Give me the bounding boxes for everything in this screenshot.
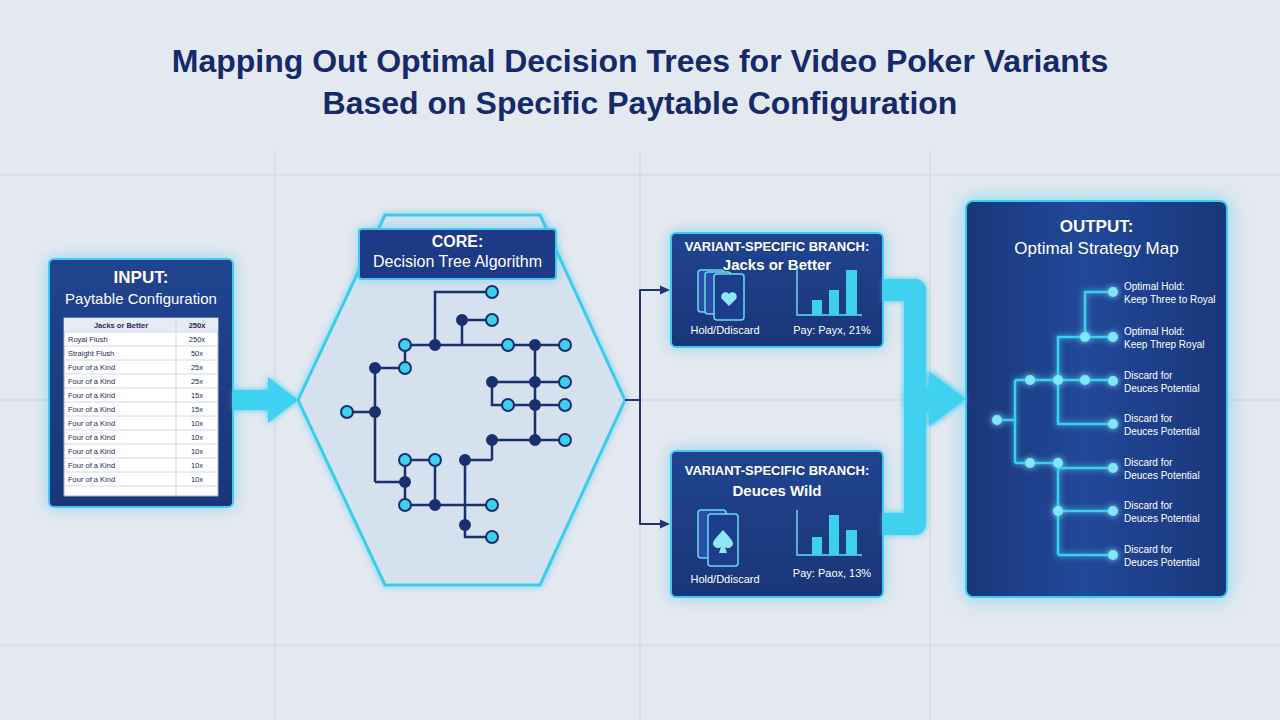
chart-axis: [797, 510, 862, 555]
connector: [625, 286, 670, 401]
algorithm-tree-cyan-dots: [341, 286, 571, 543]
node-text: Decision Tree Algorithm: [358, 252, 557, 271]
arrow-head: [660, 520, 670, 529]
grid-lines: [0, 150, 1280, 720]
heart-symbol: [721, 292, 737, 306]
algorithm-tree-dark-dots: [369, 314, 541, 531]
node-text: VARIANT-SPECIFIC BRANCH:: [672, 239, 882, 255]
strategy-tree-lines: [997, 292, 1113, 555]
node-text: Paytable Configuration: [50, 290, 232, 308]
connector-line: [625, 400, 663, 524]
chart-bars: [812, 270, 857, 315]
node-text: Optimal Strategy Map: [967, 239, 1226, 259]
chart-bars: [812, 515, 857, 555]
card-back: [698, 510, 726, 558]
node-text: CORE:: [358, 232, 557, 251]
branch-box: VARIANT-SPECIFIC BRANCH: Deuces WildHold/…: [670, 450, 884, 598]
arrow-head: [929, 372, 965, 426]
card-front: [708, 514, 738, 566]
node-text: Pay: Paox, 13%: [784, 567, 880, 580]
chart-axis: [797, 268, 862, 315]
input-box: INPUT: Paytable Configuration: [48, 258, 234, 508]
strategy-tree-dots: [992, 287, 1118, 560]
hexagon-shape: [298, 215, 625, 585]
node-text: INPUT:: [50, 268, 232, 288]
node-text: Hold/Ddiscard: [680, 573, 770, 586]
connector-line: [625, 290, 663, 400]
node-text: OUTPUT:: [967, 217, 1226, 237]
connector: [625, 400, 670, 529]
node-text: Pay: Payx, 21%: [784, 324, 880, 337]
node-text: Deuces Wild: [672, 482, 882, 500]
diagram-title: Mapping Out Optimal Decision Trees for V…: [150, 40, 1130, 124]
strategy-tree: [992, 287, 1118, 560]
arrow-head: [929, 372, 965, 426]
node-text: Hold/Ddiscard: [680, 324, 770, 337]
connector: [884, 372, 965, 524]
output-box: OUTPUT:Optimal Strategy Map: [965, 200, 1228, 598]
connector: [234, 377, 298, 423]
node-text: VARIANT-SPECIFIC BRANCH:: [672, 463, 882, 479]
spade-symbol: [713, 530, 733, 553]
core-hexagon: CORE:Decision Tree Algorithm: [298, 215, 625, 585]
paytable-grid: [64, 318, 218, 496]
arrow-head: [660, 286, 670, 295]
algorithm-tree-lines: [347, 292, 565, 537]
card-front: [714, 274, 744, 320]
branch-box: VARIANT-SPECIFIC BRANCH:Jacks or BetterH…: [670, 232, 884, 348]
card-back: [698, 270, 724, 312]
arrow-head: [268, 377, 298, 423]
paytable-header-row: [64, 318, 218, 332]
paytable-sheet: [64, 318, 218, 496]
card-middle: [705, 272, 731, 314]
node-text: Jacks or Better: [672, 256, 882, 274]
